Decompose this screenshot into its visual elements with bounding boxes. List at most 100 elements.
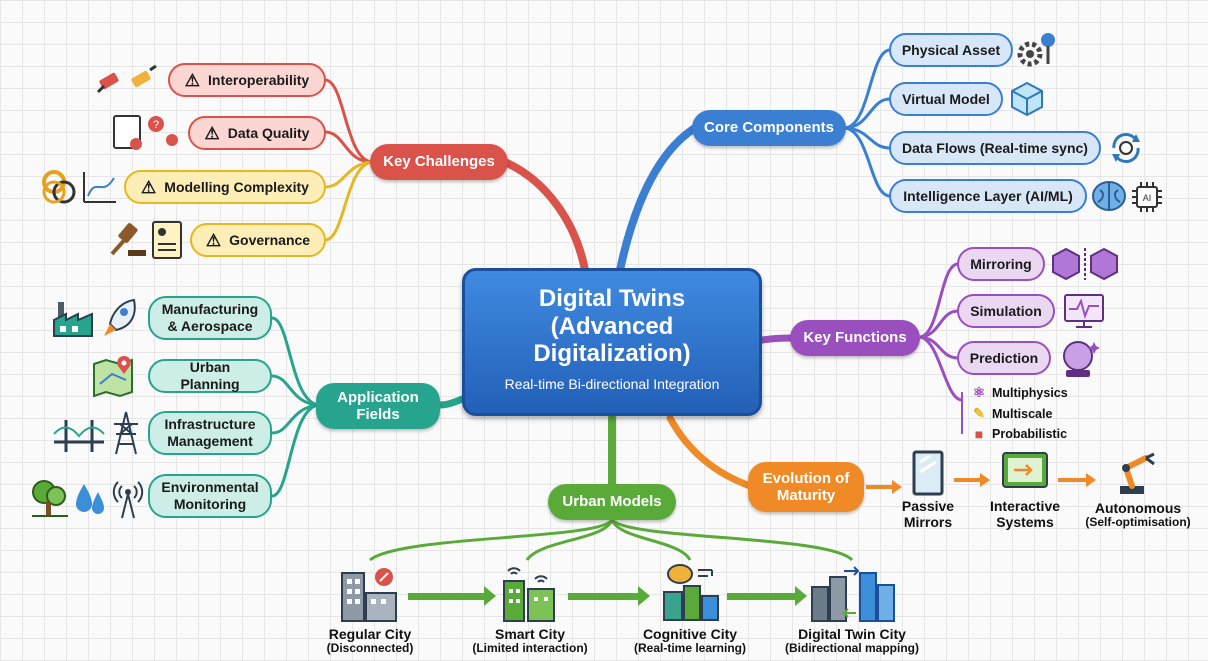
arrowhead-urban-2 (638, 586, 650, 606)
function-label: Simulation (970, 302, 1042, 319)
svg-text:AI: AI (1143, 193, 1152, 203)
hub-key-functions[interactable]: Key Functions (790, 320, 920, 356)
evolution-stage-interactive: Interactive Systems (990, 498, 1060, 530)
document-icon (150, 220, 184, 260)
sync-icon (1106, 128, 1146, 168)
application-line-1: Urban Planning (180, 359, 240, 392)
crystal-ball-icon (1058, 338, 1102, 380)
edge-component-4 (844, 126, 891, 198)
evolution-stage-line-1: Passive (901, 498, 955, 514)
function-sub-multiscale: ✎ Multiscale (970, 405, 1052, 422)
bridge-icon (52, 412, 106, 456)
component-virtual-model[interactable]: Virtual Model (889, 82, 1003, 116)
challenge-governance[interactable]: ⚠ Governance (190, 223, 326, 257)
hub-evolution-line-2: Maturity (776, 487, 836, 504)
hub-core-components[interactable]: Core Components (692, 110, 846, 146)
hub-urban-models[interactable]: Urban Models (548, 484, 676, 520)
function-label: Mirroring (970, 255, 1032, 272)
building-icon (338, 565, 402, 623)
urban-stage-name: Cognitive City (642, 626, 738, 642)
hub-key-challenges[interactable]: Key Challenges (370, 144, 508, 180)
smart-building-icon (498, 563, 560, 623)
central-title-line-2: (Advanced (550, 312, 674, 340)
function-simulation[interactable]: Simulation (957, 294, 1055, 328)
evolution-stage-line-1: Autonomous (1094, 500, 1182, 516)
arrow-urban-1 (408, 593, 486, 600)
urban-stage-note: (Disconnected) (326, 641, 414, 656)
application-environmental[interactable]: Environmental Monitoring (148, 474, 272, 518)
map-icon (92, 354, 138, 398)
central-subtitle: Real-time Bi-directional Integration (504, 375, 720, 392)
tablet-icon (1000, 450, 1050, 492)
atom-icon: ⚛ (972, 384, 986, 400)
edge-challenge-4 (324, 160, 373, 242)
component-physical-asset[interactable]: Physical Asset (889, 33, 1013, 67)
challenge-interoperability[interactable]: ⚠ Interoperability (168, 63, 326, 97)
edge-function-1 (919, 262, 959, 339)
arrowhead-urban-1 (484, 586, 496, 606)
edge-function-4 (919, 335, 963, 402)
hub-application-fields-line-1: Application (337, 388, 419, 406)
dice-icon: ■ (974, 426, 984, 442)
application-infrastructure[interactable]: Infrastructure Management (148, 411, 272, 455)
warning-icon: ⚠ (184, 70, 201, 90)
central-topic-node[interactable]: Digital Twins (Advanced Digitalization) … (462, 268, 762, 416)
urban-stage-note: (Bidirectional mapping) (784, 641, 920, 656)
edge-application-4 (271, 403, 319, 498)
urban-stage-name: Regular City (328, 626, 412, 642)
urban-stage-name: Smart City (494, 626, 566, 642)
edge-application-2 (271, 374, 319, 407)
evolution-stage-passive: Passive Mirrors (902, 498, 954, 530)
function-label: Prediction (969, 349, 1039, 366)
challenge-label: Governance (229, 231, 311, 248)
central-title-line-3: Digitalization) (533, 340, 691, 368)
ruler-icon: ✎ (973, 405, 985, 421)
evolution-stage-line-2: (Self-optimisation) (1085, 515, 1191, 530)
edge-center-evolution (666, 414, 754, 490)
application-line-2: Monitoring (173, 496, 247, 512)
component-intelligence-layer[interactable]: Intelligence Layer (AI/ML) (889, 179, 1087, 213)
water-drop-icon (72, 478, 108, 520)
edge-urban-2 (525, 519, 614, 561)
evolution-stage-autonomous: Autonomous (Self-optimisation) (1085, 500, 1190, 530)
component-label: Intelligence Layer (AI/ML) (903, 187, 1073, 204)
application-urban-planning[interactable]: Urban Planning (148, 359, 272, 393)
edge-center-components (616, 124, 699, 274)
pylon-icon (108, 410, 144, 456)
mirror-cubes-icon (1050, 246, 1120, 282)
component-label: Virtual Model (902, 90, 990, 107)
chip-icon: AI (1130, 180, 1164, 214)
arrow-urban-3 (727, 593, 797, 600)
edge-application-1 (271, 316, 319, 407)
edge-challenge-2 (324, 130, 373, 164)
challenge-modelling-complexity[interactable]: ⚠ Modelling Complexity (124, 170, 326, 204)
hub-application-fields[interactable]: Application Fields (316, 383, 440, 429)
gavel-icon (108, 222, 148, 258)
function-mirroring[interactable]: Mirroring (957, 247, 1045, 281)
urban-stage-cognitive-city: Cognitive City (Real-time learning) (634, 626, 746, 656)
component-label: Physical Asset (901, 41, 1001, 58)
evolution-stage-line-2: Systems (996, 514, 1054, 531)
monitor-icon (1062, 292, 1106, 330)
svg-text:?: ? (153, 119, 159, 131)
twin-building-icon (808, 563, 900, 623)
application-manufacturing[interactable]: Manufacturing & Aerospace (148, 296, 272, 340)
hub-key-challenges-label: Key Challenges (383, 153, 495, 171)
tree-icon (30, 476, 70, 520)
cognitive-building-icon (658, 562, 722, 622)
evolution-stage-line-2: Mirrors (903, 514, 953, 531)
knot-icon (40, 168, 120, 206)
component-data-flows[interactable]: Data Flows (Real-time sync) (889, 131, 1101, 165)
component-label: Data Flows (Real-time sync) (902, 139, 1088, 156)
arrow-urban-2 (568, 593, 640, 600)
application-line-2: & Aerospace (167, 318, 253, 334)
challenge-data-quality[interactable]: ⚠ Data Quality (188, 116, 326, 150)
function-prediction[interactable]: Prediction (957, 341, 1051, 375)
cube-icon (1008, 80, 1046, 118)
edge-center-challenges (501, 158, 589, 274)
hub-evolution-of-maturity[interactable]: Evolution of Maturity (748, 462, 864, 512)
data-error-icon: ? (112, 114, 186, 152)
application-line-1: Infrastructure (164, 416, 256, 433)
edge-urban-1 (369, 518, 614, 562)
